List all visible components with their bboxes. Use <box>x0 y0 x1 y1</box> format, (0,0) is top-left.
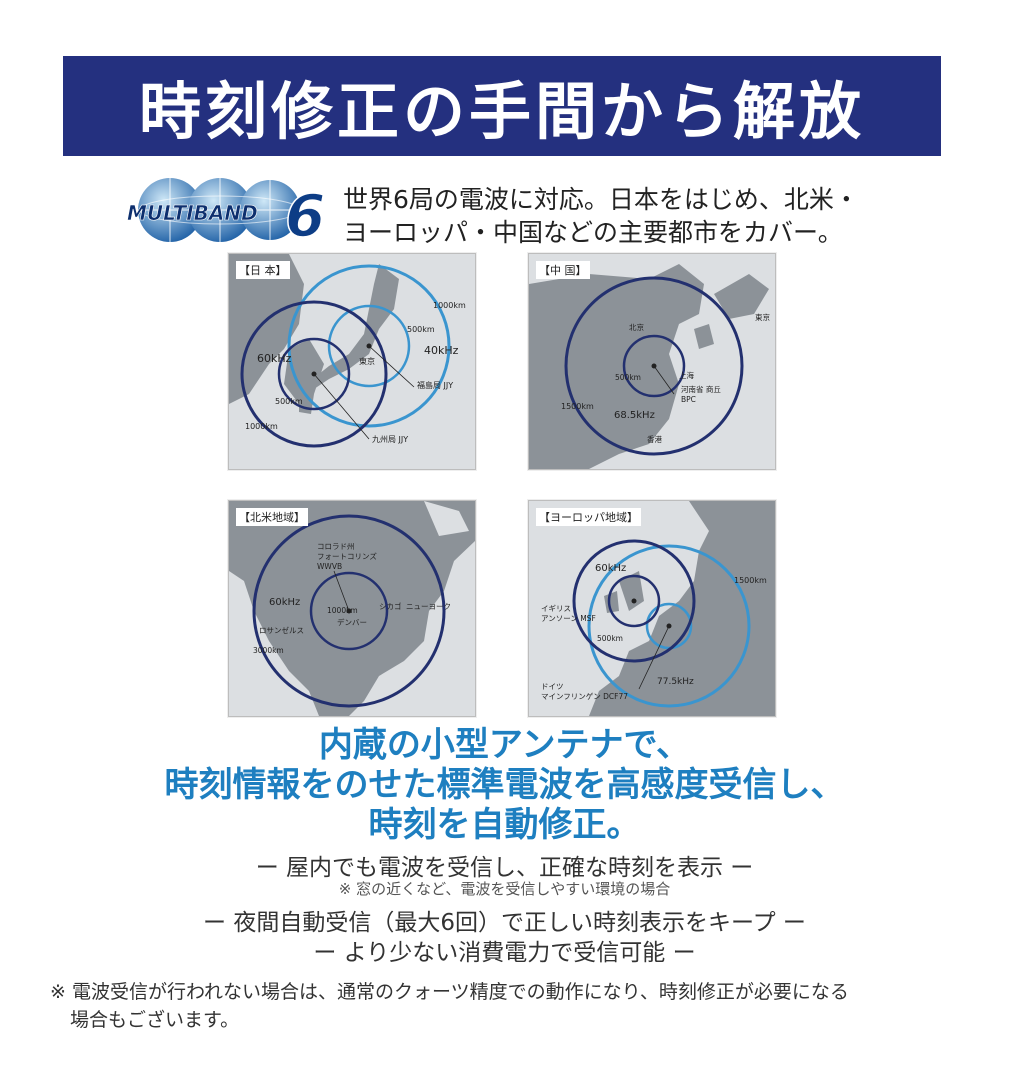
map-label: 東京 <box>755 312 770 322</box>
footnote-line-1: ※ 電波受信が行われない場合は、通常のクォーツ精度での動作になり、時刻修正が必要… <box>50 981 849 1003</box>
footnote-line-2: 場合もございます。 <box>70 1009 240 1031</box>
map-label: 九州局 JJY <box>372 435 408 444</box>
map-label: 福島局 JJY <box>417 380 453 390</box>
page-title: 時刻修正の手間から解放 <box>138 75 865 148</box>
feature-indoor: ー 屋内でも電波を受信し、正確な時刻を表示 ー <box>255 855 754 881</box>
map-label: イギリス <box>541 604 571 613</box>
map-label: シカゴ <box>379 601 402 611</box>
footnote: ※ 電波受信が行われない場合は、通常のクォーツ精度での動作になり、時刻修正が必要… <box>50 978 970 1034</box>
subtitle-line-3: 時刻を自動修正。 <box>368 805 641 845</box>
map-label: フォートコリンズ <box>317 551 377 561</box>
map-label: ニューヨーク <box>406 602 451 611</box>
title-banner: 時刻修正の手間から解放 <box>63 56 941 156</box>
map-label: ロサンゼルス <box>259 625 304 635</box>
map-label: 1500km <box>561 402 594 411</box>
feature-note: ※ 窓の近くなど、電波を受信しやすい環境の場合 <box>338 880 671 898</box>
intro-text: 世界6局の電波に対応。日本をはじめ、北米・ ヨーロッパ・中国などの主要都市をカバ… <box>343 183 859 249</box>
map-label: 60kHz <box>595 563 626 574</box>
subtitle-line-2: 時刻情報をのせた標準電波を高感度受信し、 <box>164 765 845 805</box>
map-label: ドイツ <box>541 682 564 691</box>
multiband-logo: MULTIBAND 6 <box>127 178 326 250</box>
map-label: 東京 <box>359 356 375 366</box>
map-label: WWVB <box>317 562 342 571</box>
map-label: 68.5kHz <box>614 410 655 421</box>
globe-icon <box>138 178 301 242</box>
logo-number: 6 <box>285 182 325 250</box>
map-north-america: コロラド州 フォートコリンズ WWVB 60kHz 1000km シカゴ ニュー… <box>228 500 476 717</box>
map-label: 1000km <box>433 301 466 310</box>
map-label: 河南省 商丘 <box>681 384 721 394</box>
map-label: コロラド州 <box>317 542 355 551</box>
logo-text: MULTIBAND <box>127 201 258 225</box>
map-label: 北京 <box>629 322 644 332</box>
map-china: 北京 東京 上海 500km 河南省 商丘 BPC 1500km 68.5kHz… <box>528 253 776 470</box>
map-label: 500km <box>615 373 641 382</box>
map-label: 1500km <box>734 576 767 585</box>
feature-low-power: ー より少ない消費電力で受信可能 ー <box>313 940 696 966</box>
map-label: 77.5kHz <box>657 677 694 687</box>
map-tag-japan: 【日 本】 <box>236 261 290 279</box>
map-label: 500km <box>597 634 623 643</box>
map-label: 60kHz <box>269 597 300 608</box>
map-tag-north-america: 【北米地域】 <box>236 508 308 526</box>
map-japan: 1000km 500km 40kHz 東京 福島局 JJY 60kHz 500k… <box>228 253 476 470</box>
map-label: 上海 <box>679 370 694 380</box>
intro-line-2: ヨーロッパ・中国などの主要都市をカバー。 <box>343 218 843 247</box>
feature-night-reception: ー 夜間自動受信（最大6回）で正しい時刻表示をキープ ー <box>203 910 806 936</box>
map-label: 500km <box>275 397 303 406</box>
map-label: 60kHz <box>257 352 292 365</box>
subtitle-line-1: 内蔵の小型アンテナで、 <box>318 725 691 765</box>
map-label: デンバー <box>337 617 367 627</box>
map-label: 香港 <box>647 434 662 444</box>
map-label: BPC <box>681 395 696 404</box>
map-label: アンソーン MSF <box>541 614 596 623</box>
map-tag-china: 【中 国】 <box>536 261 590 279</box>
map-label: 1000km <box>245 422 278 431</box>
map-label: マインフリンゲン DCF77 <box>541 692 628 701</box>
map-label: 500km <box>407 325 435 334</box>
map-label: 3000km <box>253 646 284 655</box>
intro-line-1: 世界6局の電波に対応。日本をはじめ、北米・ <box>343 185 859 214</box>
map-label: 1000km <box>327 606 358 615</box>
map-tag-europe: 【ヨーロッパ地域】 <box>536 508 641 526</box>
map-label: 40kHz <box>424 344 459 357</box>
map-europe: 60kHz 1500km イギリス アンソーン MSF 500km ドイツ マイ… <box>528 500 776 717</box>
